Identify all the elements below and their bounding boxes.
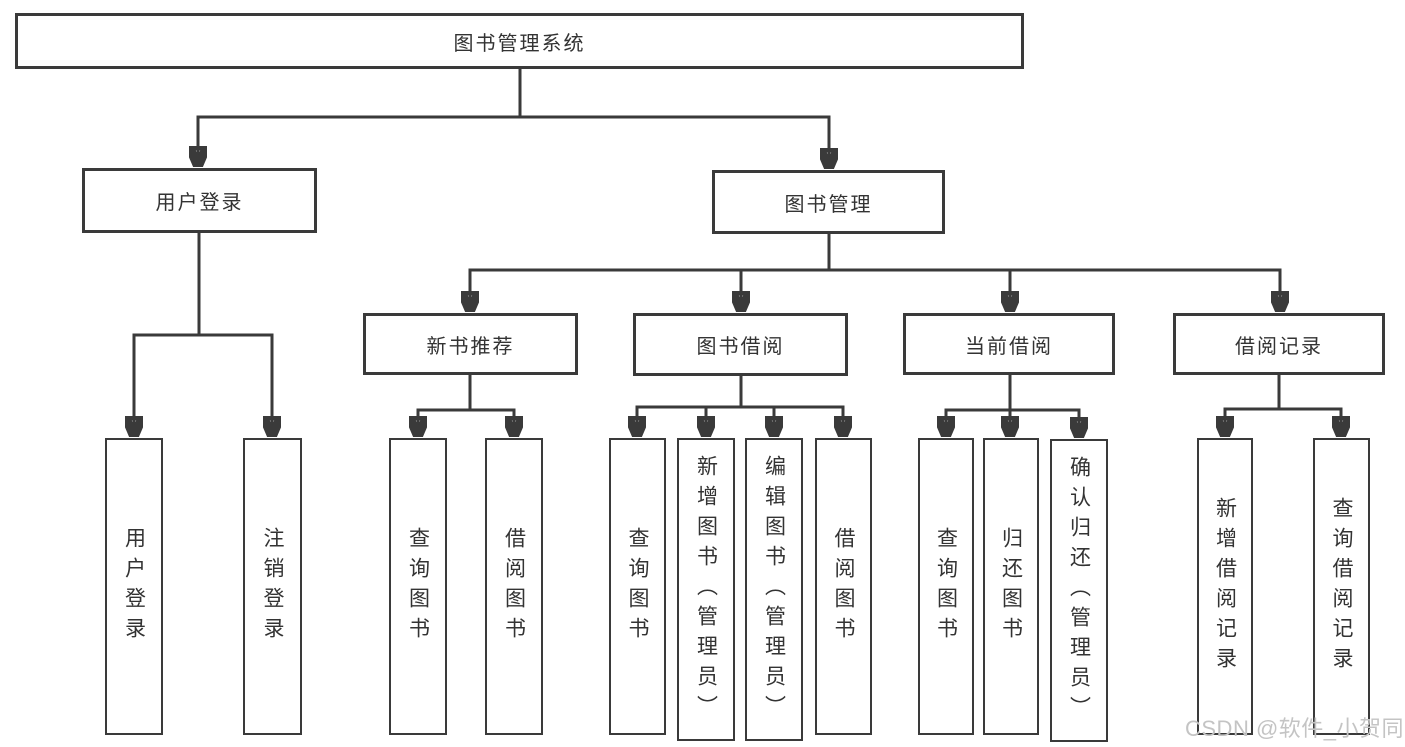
leaf-query-book-borrow: 查询图书 <box>609 438 666 735</box>
leaf-add-borrow-record-label: 新增借阅记录 <box>1213 496 1237 677</box>
leaf-add-book-admin: 新增图书（管理员） <box>677 438 735 741</box>
node-borrow-record-label: 借阅记录 <box>1235 335 1323 358</box>
node-book-management-label: 图书管理 <box>784 193 873 216</box>
leaf-edit-book-admin-label: 编辑图书（管理员） <box>762 454 786 725</box>
leaf-confirm-return-admin-label: 确认归还（管理员） <box>1067 455 1091 726</box>
leaf-return-book: 归还图书 <box>983 438 1039 735</box>
node-new-book-recommend: 新书推荐 <box>363 313 578 375</box>
node-root-label: 图书管理系统 <box>453 32 586 55</box>
leaf-query-book-recommend-label: 查询图书 <box>406 526 430 647</box>
leaf-logout-label: 注销登录 <box>261 526 284 647</box>
leaf-query-book-current-label: 查询图书 <box>934 526 958 647</box>
node-current-borrow: 当前借阅 <box>903 313 1115 375</box>
node-current-borrow-label: 当前借阅 <box>965 335 1053 358</box>
node-book-borrow: 图书借阅 <box>633 313 848 376</box>
watermark-text: CSDN @软件_小贺同学 <box>1185 716 1405 741</box>
node-user-login: 用户登录 <box>82 168 317 233</box>
leaf-confirm-return-admin: 确认归还（管理员） <box>1050 439 1108 742</box>
leaf-query-book-current: 查询图书 <box>918 438 974 735</box>
leaf-user-login: 用户登录 <box>105 438 163 735</box>
node-root: 图书管理系统 <box>15 13 1024 69</box>
leaf-edit-book-admin: 编辑图书（管理员） <box>745 438 803 741</box>
leaf-query-book-recommend: 查询图书 <box>389 438 447 735</box>
node-book-management: 图书管理 <box>712 170 945 234</box>
leaf-query-book-borrow-label: 查询图书 <box>626 526 649 647</box>
leaf-borrow-book: 借阅图书 <box>815 438 872 735</box>
leaf-borrow-book-recommend-label: 借阅图书 <box>502 526 526 647</box>
leaf-logout: 注销登录 <box>243 438 302 735</box>
node-book-borrow-label: 图书借阅 <box>696 336 785 358</box>
leaf-user-login-label: 用户登录 <box>122 526 146 647</box>
leaf-query-borrow-record: 查询借阅记录 <box>1313 438 1370 735</box>
node-user-login-label: 用户登录 <box>155 192 244 214</box>
leaf-borrow-book-label: 借阅图书 <box>832 526 855 647</box>
leaf-add-borrow-record: 新增借阅记录 <box>1197 438 1253 735</box>
leaf-borrow-book-recommend: 借阅图书 <box>485 438 543 735</box>
node-borrow-record: 借阅记录 <box>1173 313 1385 375</box>
leaf-return-book-label: 归还图书 <box>999 526 1023 647</box>
leaf-query-borrow-record-label: 查询借阅记录 <box>1330 496 1353 677</box>
leaf-add-book-admin-label: 新增图书（管理员） <box>694 454 718 725</box>
node-new-book-recommend-label: 新书推荐 <box>426 335 515 358</box>
